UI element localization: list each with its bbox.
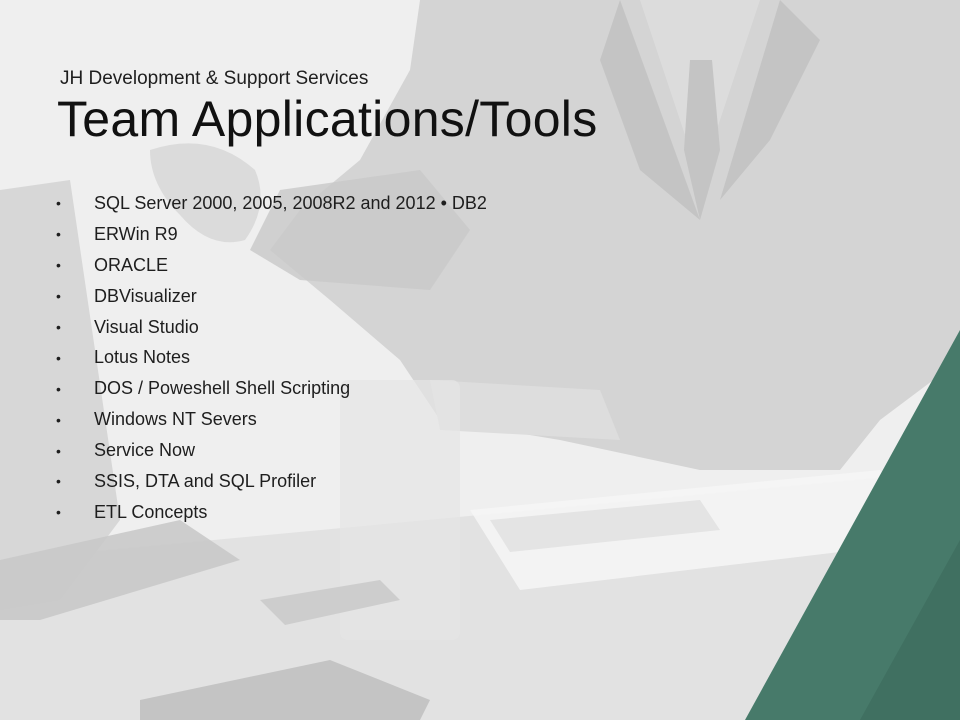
bullet-icon: • bbox=[56, 288, 61, 305]
bullet-list: • SQL Server 2000, 2005, 2008R2 and 2012 … bbox=[56, 188, 487, 528]
bullet-icon: • bbox=[56, 319, 61, 335]
subtitle: JH Development & Support Services bbox=[60, 68, 369, 89]
list-item-text: ORACLE bbox=[94, 254, 169, 275]
list-item: • ETL Concepts bbox=[56, 497, 487, 528]
list-item: • Lotus Notes bbox=[56, 342, 487, 373]
slide-title: Team Applications/Tools bbox=[57, 91, 598, 147]
bullet-icon: • bbox=[56, 473, 61, 490]
list-item: • Visual Studio bbox=[56, 312, 487, 343]
bullet-icon: • bbox=[56, 226, 61, 243]
list-item-text: SSIS, DTA and SQL Profiler bbox=[94, 470, 317, 491]
list-item: • Service Now bbox=[56, 435, 487, 466]
list-item: • Windows NT Severs bbox=[56, 404, 487, 435]
bullet-icon: • bbox=[56, 195, 61, 212]
bullet-icon: • bbox=[56, 442, 61, 459]
list-item-text: Windows NT Severs bbox=[94, 409, 257, 430]
list-item: • SQL Server 2000, 2005, 2008R2 and 2012 … bbox=[56, 188, 487, 219]
list-item-text: DOS / Poweshell Shell Scripting bbox=[94, 378, 351, 399]
list-item-text: Visual Studio bbox=[94, 316, 199, 337]
bullet-icon: • bbox=[56, 257, 61, 274]
list-item-text: Service Now bbox=[94, 440, 196, 461]
bullet-icon: • bbox=[56, 504, 61, 521]
list-item-text: ERWin R9 bbox=[94, 223, 178, 244]
list-item-text: DBVisualizer bbox=[94, 285, 197, 306]
list-item-text: Lotus Notes bbox=[94, 347, 191, 368]
list-item: • ERWin R9 bbox=[56, 219, 487, 250]
bullet-icon: • bbox=[56, 380, 61, 397]
bullet-icon: • bbox=[56, 411, 61, 428]
list-item: • DOS / Poweshell Shell Scripting bbox=[56, 373, 487, 404]
list-item-text: SQL Server 2000, 2005, 2008R2 and 2012 •… bbox=[94, 192, 487, 213]
list-item: • SSIS, DTA and SQL Profiler bbox=[56, 466, 487, 497]
list-item: • ORACLE bbox=[56, 250, 487, 281]
bullet-icon: • bbox=[56, 349, 61, 366]
list-item: • DBVisualizer bbox=[56, 281, 487, 312]
list-item-text: ETL Concepts bbox=[94, 501, 208, 522]
